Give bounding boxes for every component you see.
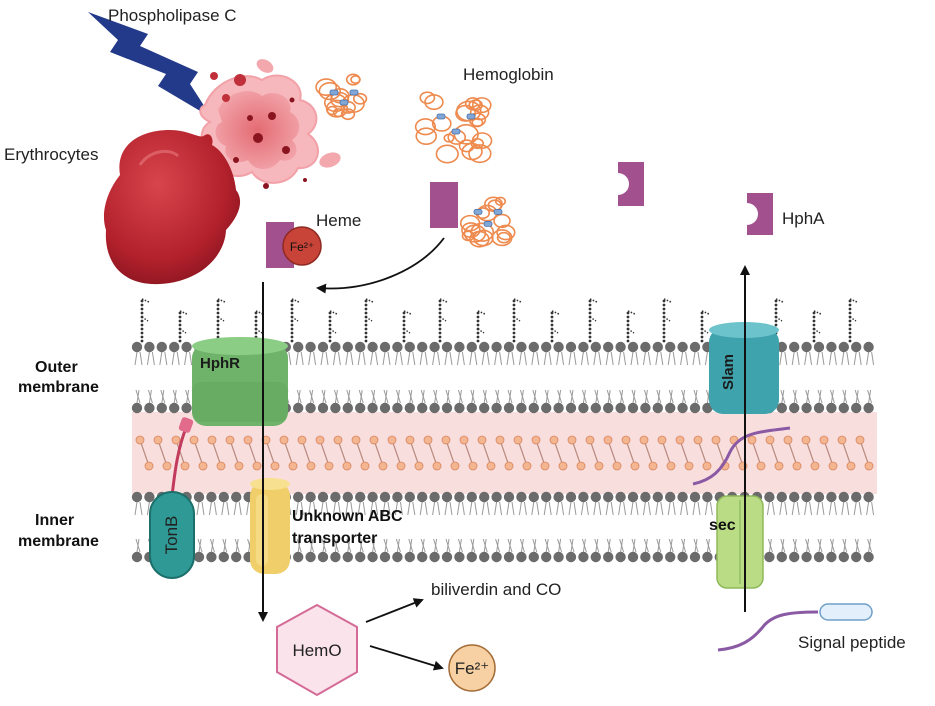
inner-membrane-label-line2: membrane bbox=[18, 533, 99, 550]
phospholipase-label: Phospholipase C bbox=[108, 6, 237, 25]
hemoglobin-to-heme-arrow bbox=[316, 237, 445, 294]
slam-label: Slam bbox=[720, 354, 737, 390]
phospholipase-bolt-icon bbox=[88, 12, 212, 118]
hpha-protein-bound-hemoglobin bbox=[430, 182, 458, 228]
signal-peptide-label: Signal peptide bbox=[798, 633, 906, 652]
hpha-protein-free-2 bbox=[747, 193, 773, 235]
signal-peptide-capsule bbox=[819, 603, 873, 621]
erythrocytes-label: Erythrocytes bbox=[4, 145, 98, 164]
abc-transporter bbox=[250, 478, 290, 574]
heme-fe-label: Fe²⁺ bbox=[290, 240, 314, 254]
periplasm-peptide-chain bbox=[692, 426, 791, 486]
abc-label-line1: Unknown ABC bbox=[292, 508, 403, 525]
hemo-label: HemO bbox=[292, 641, 341, 660]
hpha-label: HphA bbox=[782, 209, 825, 228]
hemoglobin-label: Hemoglobin bbox=[463, 65, 554, 84]
outer-membrane-label-line2: membrane bbox=[18, 379, 99, 396]
tonb-label: TonB bbox=[162, 516, 181, 555]
fe-free-label: Fe²⁺ bbox=[455, 659, 489, 678]
signal-peptide-chain bbox=[717, 610, 819, 652]
tonb-linker-tip bbox=[178, 417, 194, 433]
hphr-label: HphR bbox=[200, 355, 240, 372]
inner-membrane-label-line1: Inner bbox=[35, 512, 74, 529]
biliverdin-label: biliverdin and CO bbox=[431, 580, 561, 599]
erythrocyte-cell bbox=[103, 130, 241, 285]
hemoglobin-cluster-bound bbox=[459, 196, 516, 248]
hemoglobin-cluster-large bbox=[414, 91, 493, 164]
sec-translocon bbox=[716, 495, 764, 589]
fe-free-circle bbox=[448, 644, 496, 692]
erythrocyte-burst bbox=[199, 59, 341, 189]
hemo-enzyme bbox=[276, 603, 358, 697]
lps-chains bbox=[140, 298, 858, 343]
heme-label: Heme bbox=[316, 211, 361, 230]
sec-label: sec bbox=[709, 517, 736, 534]
hphr-receptor bbox=[192, 337, 288, 426]
tonb-linker bbox=[170, 427, 188, 497]
hemoglobin-cluster-small bbox=[315, 73, 368, 121]
hemo-to-biliverdin-arrow bbox=[365, 598, 424, 623]
peptidoglycan-layer bbox=[135, 435, 874, 471]
outer-membrane-label-line1: Outer bbox=[35, 359, 78, 376]
tonb-protein bbox=[149, 491, 195, 579]
abc-label-line2: transporter bbox=[292, 530, 377, 547]
hemo-to-fe-arrow bbox=[369, 645, 444, 671]
heme-fe-circle bbox=[282, 226, 322, 266]
hpha-protein-free-1 bbox=[618, 162, 644, 206]
